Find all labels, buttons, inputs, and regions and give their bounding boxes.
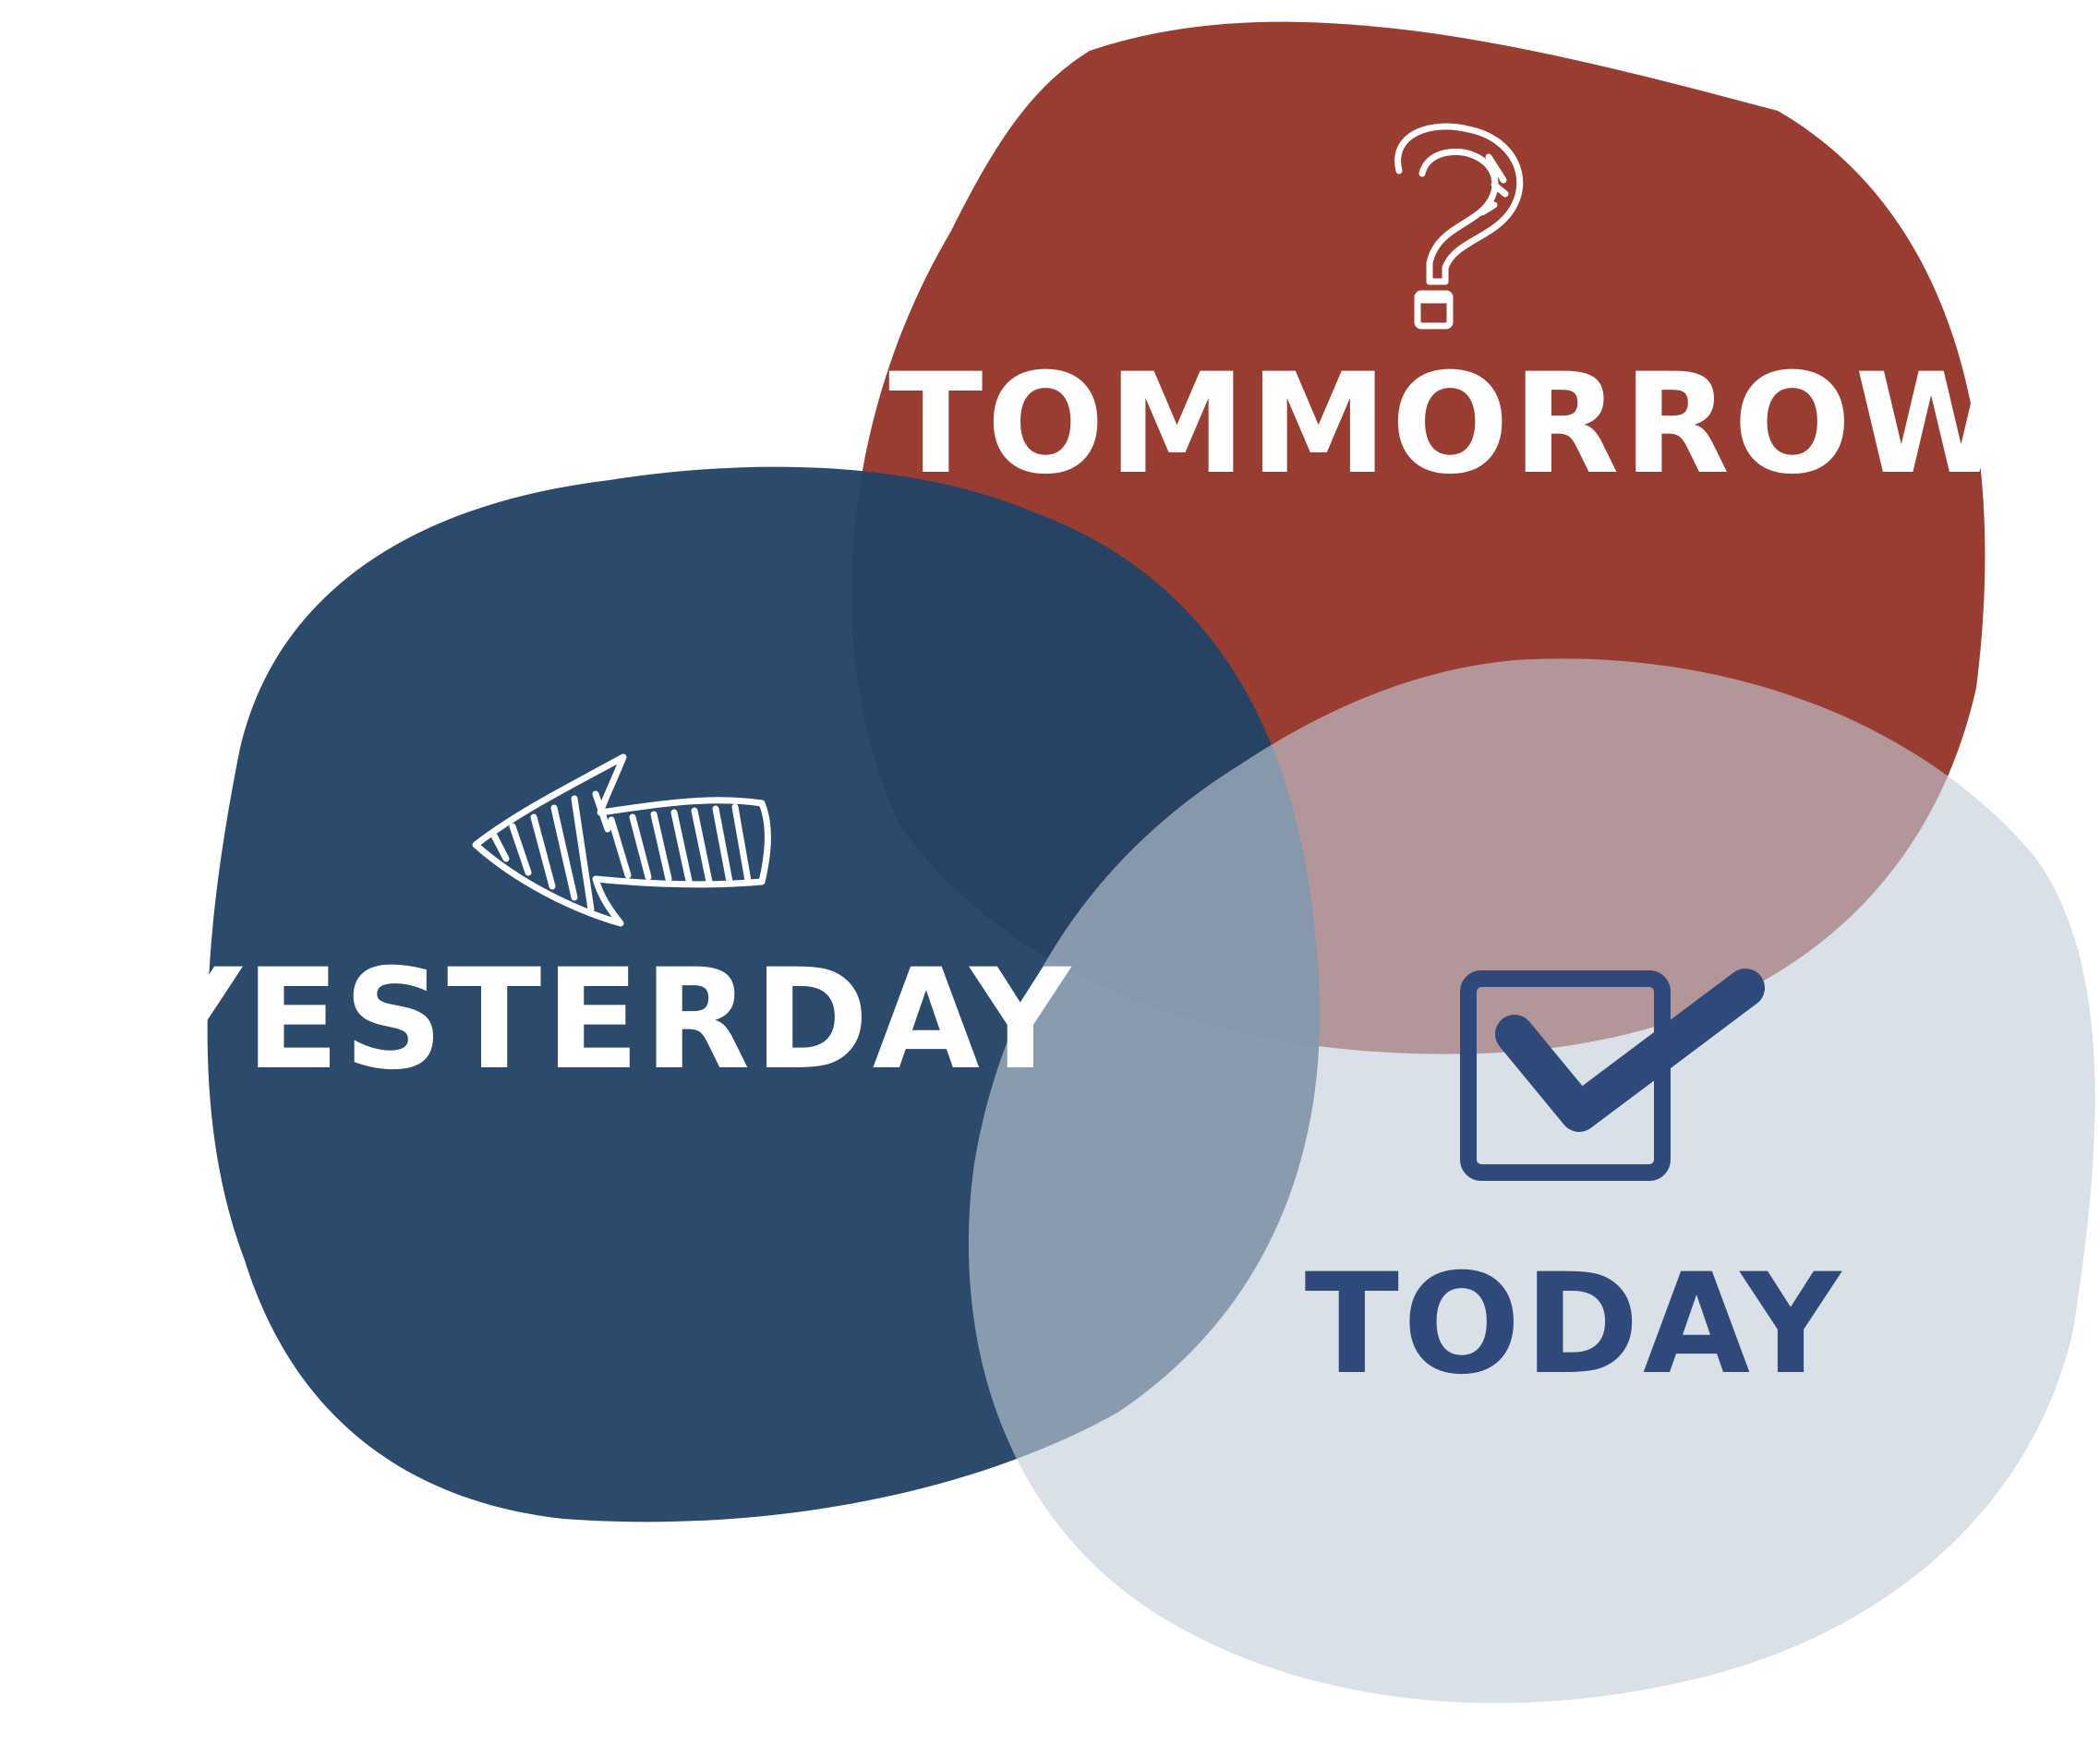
yesterday-label: YESTERDAY — [139, 940, 1074, 1101]
question-mark-icon — [1394, 123, 1524, 330]
checkbox-checked-icon — [1460, 969, 1765, 1181]
today-label: TODAY — [1305, 1245, 1845, 1405]
arrow-left-icon — [472, 753, 771, 927]
tomorrow-label: TOMMORROW — [888, 344, 2011, 505]
